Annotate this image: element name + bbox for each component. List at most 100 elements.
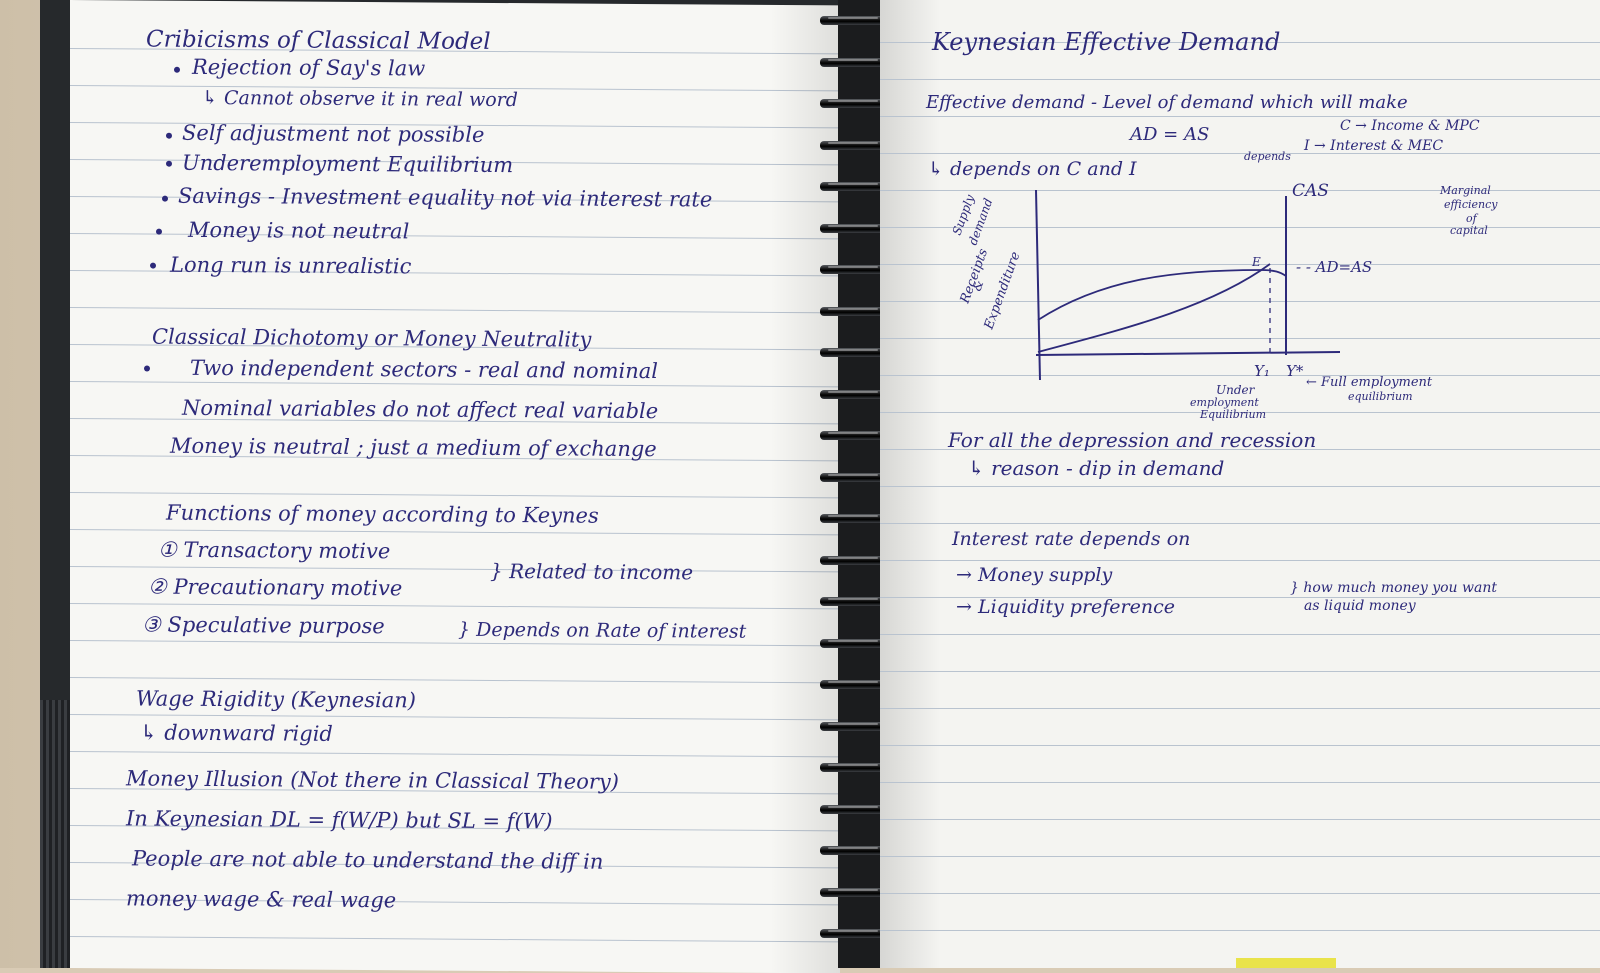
ruled-line bbox=[880, 412, 1600, 413]
ruled-line bbox=[880, 486, 1600, 487]
criticism-item: Money is not neutral bbox=[188, 217, 410, 244]
spiral-coil bbox=[818, 95, 908, 113]
ystar-tick-label: Y* bbox=[1286, 362, 1304, 380]
spiral-coil bbox=[818, 801, 908, 819]
yellow-page-tab bbox=[1236, 958, 1336, 968]
ruled-line bbox=[880, 227, 1600, 228]
ruled-line bbox=[880, 819, 1600, 820]
criticism-item: Self adjustment not possible bbox=[182, 120, 485, 147]
income-note: } Related to income bbox=[490, 558, 694, 585]
ruled-line bbox=[880, 190, 1600, 191]
ruled-line bbox=[70, 529, 840, 536]
ruled-line bbox=[880, 930, 1600, 931]
criticism-item: Long run is unrealistic bbox=[170, 252, 412, 279]
ruled-line bbox=[880, 671, 1600, 672]
depends-on-c-and-i: ↳ depends on C and I bbox=[928, 158, 1137, 180]
money-illusion-formula: In Keynesian DL = f(W/P) but SL = f(W) bbox=[126, 806, 553, 834]
graph-x-axis bbox=[1035, 351, 1341, 356]
money-illusion-text: People are not able to understand the di… bbox=[132, 846, 604, 874]
functions-heading: Functions of money according to Keynes bbox=[166, 500, 599, 528]
money-function: ② Precautionary motive bbox=[148, 574, 403, 601]
cas-label: CAS bbox=[1292, 181, 1329, 201]
spiral-coil bbox=[818, 676, 908, 694]
left-page-title: Cribicisms of Classical Model bbox=[146, 26, 491, 55]
underemployment-label: employment bbox=[1190, 396, 1259, 409]
as-curve bbox=[1037, 263, 1271, 353]
consumption-note: C → Income & MPC bbox=[1340, 118, 1480, 134]
money-illusion-text: money wage & real wage bbox=[126, 886, 397, 913]
ruled-line bbox=[880, 597, 1600, 598]
interest-rate-factor: → Liquidity preference bbox=[956, 596, 1175, 618]
interest-rate-factor: → Money supply bbox=[956, 564, 1113, 586]
interest-note: } Depends on Rate of interest bbox=[458, 618, 747, 643]
ad-as-label: - - AD=AS bbox=[1296, 258, 1372, 276]
y-axis-label: & bbox=[970, 278, 987, 293]
mec-label: Marginal bbox=[1440, 184, 1491, 197]
underemployment-label: Under bbox=[1216, 383, 1256, 397]
spiral-coil bbox=[818, 303, 908, 321]
ad-equals-as: AD = AS bbox=[1130, 124, 1210, 145]
spiral-coil bbox=[818, 427, 908, 445]
ruled-line bbox=[70, 233, 840, 240]
depression-note: For all the depression and recession bbox=[948, 428, 1317, 452]
ruled-line bbox=[880, 856, 1600, 857]
dichotomy-heading: Classical Dichotomy or Money Neutrality bbox=[152, 324, 592, 352]
right-notebook-page: Keynesian Effective Demand Effective dem… bbox=[880, 0, 1600, 968]
underemployment-label: Equilibrium bbox=[1199, 408, 1266, 421]
criticism-subitem: ↳ Cannot observe it in real word bbox=[202, 86, 518, 112]
ruled-line bbox=[880, 893, 1600, 894]
left-notebook-page: Cribicisms of Classical Model Rejection … bbox=[70, 0, 840, 973]
depression-reason: ↳ reason - dip in demand bbox=[968, 456, 1225, 480]
ruled-line bbox=[880, 153, 1600, 154]
ruled-line bbox=[880, 560, 1600, 561]
ad-curve bbox=[1037, 269, 1287, 321]
wage-rigidity-heading: Wage Rigidity (Keynesian) bbox=[136, 686, 416, 713]
dichotomy-point: Two independent sectors - real and nomin… bbox=[190, 355, 658, 384]
bullet bbox=[150, 262, 156, 269]
spiral-coil bbox=[818, 12, 908, 30]
spiral-coil bbox=[818, 178, 908, 196]
full-employment-label: ← Full employment bbox=[1306, 375, 1433, 390]
full-employment-label: equilibrium bbox=[1348, 390, 1413, 403]
spiral-coil bbox=[818, 220, 908, 238]
bullet bbox=[166, 132, 172, 139]
criticism-item: Underemployment Equilibrium bbox=[182, 150, 514, 178]
dichotomy-point: Money is neutral ; just a medium of exch… bbox=[170, 433, 657, 462]
spiral-coil bbox=[818, 137, 908, 155]
y1-tick-label: Y₁ bbox=[1254, 362, 1270, 380]
criticism-item: Rejection of Say's law bbox=[192, 54, 426, 81]
spiral-coil bbox=[818, 593, 908, 611]
effective-demand-graph: CAS - - AD=AS E Supply demand Receipts &… bbox=[950, 181, 1433, 421]
ruled-line bbox=[880, 375, 1600, 376]
ruled-line bbox=[880, 708, 1600, 709]
mec-label: of bbox=[1466, 212, 1477, 225]
ruled-line bbox=[880, 42, 1600, 43]
bullet bbox=[166, 160, 172, 167]
ruled-line bbox=[70, 566, 840, 573]
ruled-line bbox=[70, 307, 840, 314]
money-illusion-heading: Money Illusion (Not there in Classical T… bbox=[126, 766, 619, 794]
mec-label: capital bbox=[1450, 224, 1488, 237]
ruled-line bbox=[880, 301, 1600, 302]
dichotomy-point: Nominal variables do not affect real var… bbox=[182, 395, 659, 424]
ruled-line bbox=[70, 677, 840, 684]
spiral-coil bbox=[818, 552, 908, 570]
wage-rigidity-note: ↳ downward rigid bbox=[140, 720, 333, 746]
spiral-coil bbox=[818, 718, 908, 736]
ruled-line bbox=[880, 634, 1600, 635]
ruled-line bbox=[880, 523, 1600, 524]
spiral-coil bbox=[818, 635, 908, 653]
right-page-title: Keynesian Effective Demand bbox=[932, 28, 1281, 56]
money-function: ③ Speculative purpose bbox=[142, 612, 385, 639]
spiral-coil bbox=[818, 261, 908, 279]
liquidity-note: as liquid money bbox=[1304, 598, 1416, 614]
spiral-coil bbox=[818, 54, 908, 72]
spiral-binding bbox=[818, 0, 908, 968]
spiral-coil bbox=[818, 510, 908, 528]
liquidity-note: } how much money you want bbox=[1290, 580, 1497, 596]
ruled-line bbox=[70, 603, 840, 610]
y-axis-label: Expenditure bbox=[981, 250, 1023, 333]
ruled-line bbox=[880, 338, 1600, 339]
y-axis-label: Receipts bbox=[957, 247, 991, 307]
criticism-item: Savings - Investment equality not via in… bbox=[178, 183, 713, 212]
